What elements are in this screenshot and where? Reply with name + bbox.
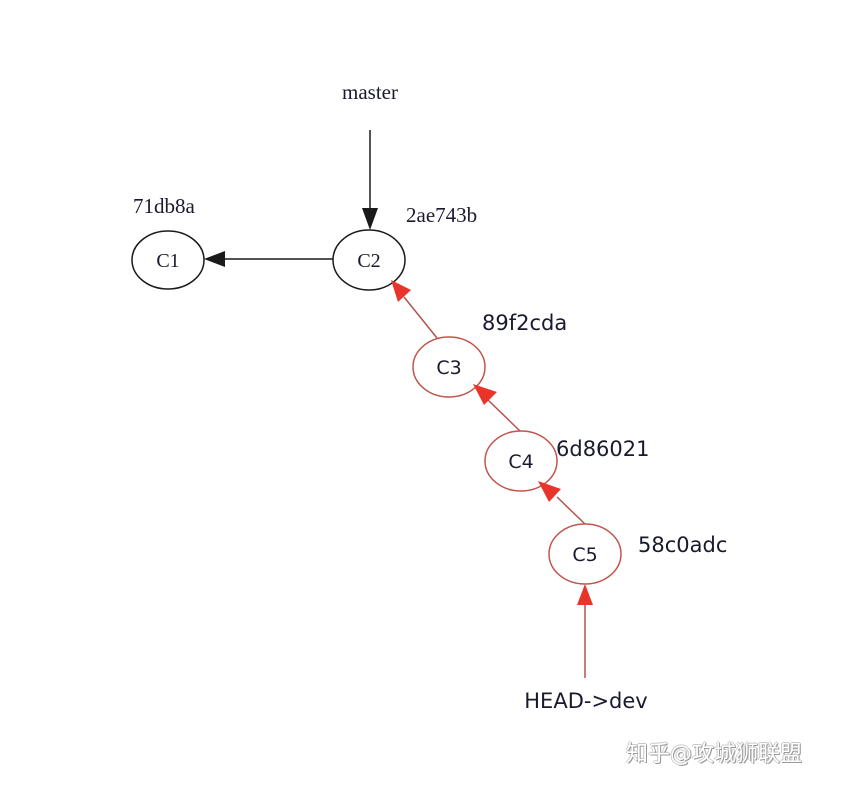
commit-node-c4[interactable]: C4 bbox=[484, 430, 558, 492]
edge-c5-c4-arrowhead bbox=[538, 481, 561, 502]
head-pointer-arrowhead bbox=[577, 584, 593, 605]
head-pointer-label: HEAD->dev bbox=[524, 689, 647, 713]
edge-c4-c3 bbox=[487, 399, 521, 432]
commit-label-c2: C2 bbox=[357, 250, 380, 272]
edge-c3-c2 bbox=[403, 296, 438, 339]
edge-c5-c4 bbox=[556, 496, 586, 525]
zhihu-watermark: 知乎@攻城狮联盟 bbox=[626, 742, 803, 767]
edge-c4-c3-arrowhead bbox=[473, 384, 497, 405]
master-pointer-arrowhead bbox=[362, 208, 378, 230]
commit-node-c3[interactable]: C3 bbox=[412, 336, 486, 398]
edge-c3-c2-arrowhead bbox=[391, 280, 411, 302]
commit-hash-c3: 89f2cda bbox=[482, 311, 567, 335]
commit-node-c5[interactable]: C5 bbox=[548, 523, 622, 585]
commit-label-c4: C4 bbox=[508, 451, 533, 473]
commit-label-c1: C1 bbox=[156, 250, 179, 272]
commit-label-c3: C3 bbox=[436, 357, 461, 379]
commit-hash-c5: 58c0adc bbox=[638, 533, 727, 557]
commit-label-c5: C5 bbox=[572, 544, 597, 566]
commit-hash-c1: 71db8a bbox=[133, 194, 196, 218]
edge-c2-c1-arrowhead bbox=[204, 251, 225, 267]
commit-node-c1[interactable]: C1 bbox=[131, 230, 205, 290]
commit-node-c2[interactable]: C2 bbox=[332, 229, 406, 291]
commit-hash-c2: 2ae743b bbox=[406, 203, 477, 227]
master-pointer-label: master bbox=[342, 80, 398, 104]
commit-hash-c4: 6d86021 bbox=[556, 437, 650, 461]
